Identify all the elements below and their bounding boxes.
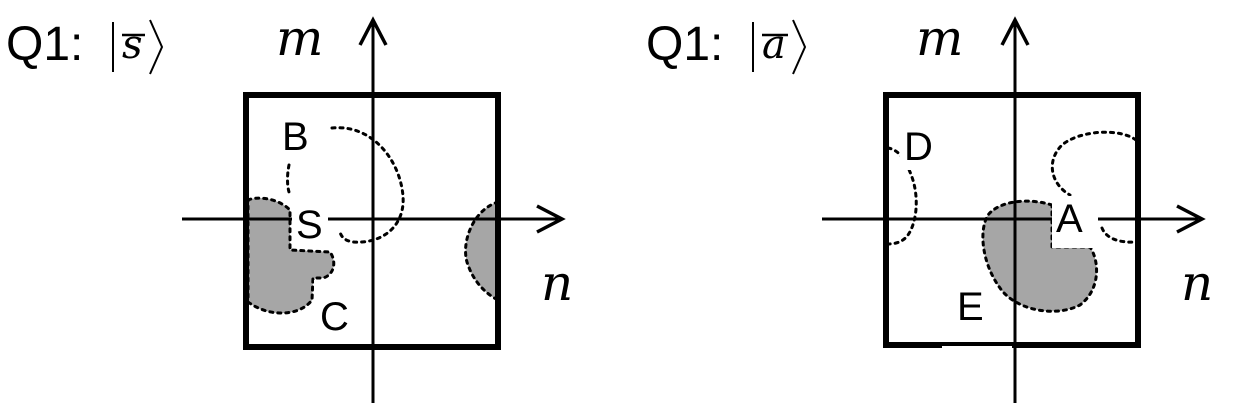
panel-right: Q1: a m n D A E (646, 9, 1213, 403)
y-axis-label-m: m (276, 9, 323, 67)
label-c: C (320, 295, 349, 339)
label-b: B (282, 115, 309, 159)
shaded-region-a (981, 199, 1099, 313)
y-axis-label-m: m (916, 9, 963, 67)
dotted-region-upper-right (1050, 130, 1138, 197)
y-axis-arrowhead (1000, 16, 1030, 46)
label-bg-s (292, 196, 328, 248)
square-boundary (883, 92, 1141, 348)
shaded-region-s (246, 196, 336, 315)
ket-symbol-s: s (122, 22, 143, 68)
label-bg-e (942, 346, 1012, 356)
x-axis-arrowhead (536, 204, 566, 234)
ket-symbol-a: a (762, 22, 786, 68)
y-axis-arrowhead (358, 16, 388, 46)
panel-right-title: Q1: (646, 18, 723, 71)
dotted-region-b-left (286, 163, 291, 194)
label-s: S (296, 203, 323, 247)
dotted-region-b (330, 126, 405, 244)
label-d: D (904, 125, 933, 169)
ket-a: a (752, 19, 807, 75)
shaded-region-right-edge (464, 199, 500, 303)
panel-left-title: Q1: (6, 18, 83, 71)
label-bg-d (900, 118, 942, 170)
ket-angle (792, 19, 807, 75)
ket-angle (149, 19, 164, 75)
panel-left: Q1: s m n B S C (6, 9, 573, 403)
ket-s: s (112, 19, 164, 75)
label-bg-c (314, 280, 352, 338)
square-boundary (243, 92, 501, 350)
label-a: A (1056, 197, 1083, 241)
x-axis-arrowhead (1176, 204, 1206, 234)
label-bg-a (1052, 196, 1098, 248)
x-axis-label-n: n (1181, 254, 1213, 312)
x-axis-label-n: n (541, 254, 573, 312)
label-e: E (957, 285, 984, 329)
dotted-region-upper-right-lower (1100, 226, 1138, 244)
